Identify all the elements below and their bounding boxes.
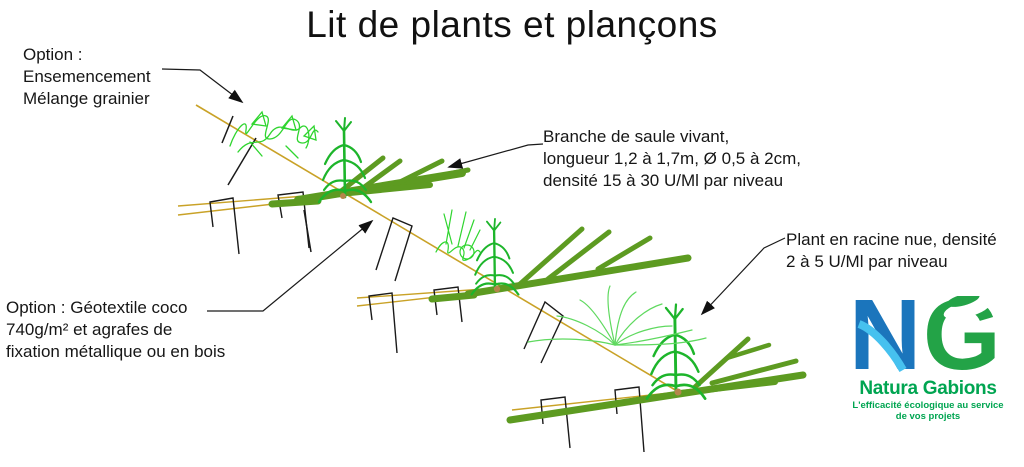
grass-tuft-sketch (527, 285, 707, 346)
page-title: Lit de plants et plançons (306, 4, 718, 45)
soil-junction-dot (493, 285, 501, 293)
staple-icon (433, 286, 463, 323)
soil-junction-dot (674, 388, 682, 396)
annotation-geo-line3: fixation métallique ou en bois (6, 342, 226, 361)
shrub-sketch (435, 209, 481, 261)
annotation-seeding-line2: Ensemencement (23, 67, 151, 86)
leader-arrow-plant (700, 237, 786, 316)
annotation-seeding-line3: Mélange grainier (23, 89, 150, 108)
soil-level-lines (177, 192, 679, 411)
fern-plant-2 (470, 217, 520, 296)
natura-gabions-logo: N G Natura Gabions L'efficacité écologiq… (849, 279, 1007, 422)
stake-icon (221, 115, 234, 144)
annotation-geo-line1: Option : Géotextile coco (6, 298, 188, 317)
annotation-willow-branch: Branche de saule vivant, longueur 1,2 à … (543, 126, 801, 192)
annotation-plant-line2: 2 à 5 U/Ml par niveau (786, 252, 948, 271)
logo-water-swoosh-icon (857, 320, 907, 372)
staple-icon (375, 217, 413, 282)
annotation-seeding-line1: Option : (23, 45, 83, 64)
leader-arrow-geotextile (207, 219, 374, 312)
annotation-bare-root-plant: Plant en racine nue, densité 2 à 5 U/Ml … (786, 229, 997, 273)
annotation-willow-line1: Branche de saule vivant, (543, 127, 730, 146)
annotation-seeding: Option : Ensemencement Mélange grainier (23, 44, 151, 110)
annotation-willow-line3: densité 15 à 30 U/Ml par niveau (543, 171, 784, 190)
leader-arrow-seeding (161, 68, 244, 104)
annotation-geo-line2: 740g/m² et agrafes de (6, 320, 173, 339)
slope-surface-line (195, 104, 678, 392)
stake-icons (221, 115, 312, 253)
willow-branch-bundle-2 (428, 226, 692, 303)
logo-letter-n: N (849, 296, 921, 373)
logo-company-name: Natura Gabions (859, 378, 997, 399)
logo-leaf-cut-icon (943, 299, 991, 319)
annotation-willow-line2: longueur 1,2 à 1,7m, Ø 0,5 à 2cm, (543, 149, 801, 168)
leader-arrow-willow (447, 143, 544, 169)
annotation-plant-line1: Plant en racine nue, densité (786, 230, 997, 249)
willow-branch-bundle-1 (268, 155, 471, 208)
annotation-geotextile: Option : Géotextile coco 740g/m² et agra… (6, 297, 225, 363)
logo-leaf-icon (946, 293, 980, 307)
logo-tagline-line1: L'efficacité écologique au service (852, 400, 1004, 411)
ng-monogram: N G (849, 279, 1001, 391)
soil-junction-dot (340, 193, 346, 199)
leader-arrows (161, 68, 786, 316)
staple-icon (368, 292, 398, 354)
stake-icon (227, 137, 257, 186)
staple-icon (209, 197, 240, 255)
seeding-grass-sketch (229, 110, 319, 159)
willow-branch-bundle-3 (506, 336, 807, 424)
soil-junction-dots (340, 193, 682, 396)
stake-icon (303, 209, 312, 253)
logo-tagline-line2: de vos projets (895, 411, 961, 422)
